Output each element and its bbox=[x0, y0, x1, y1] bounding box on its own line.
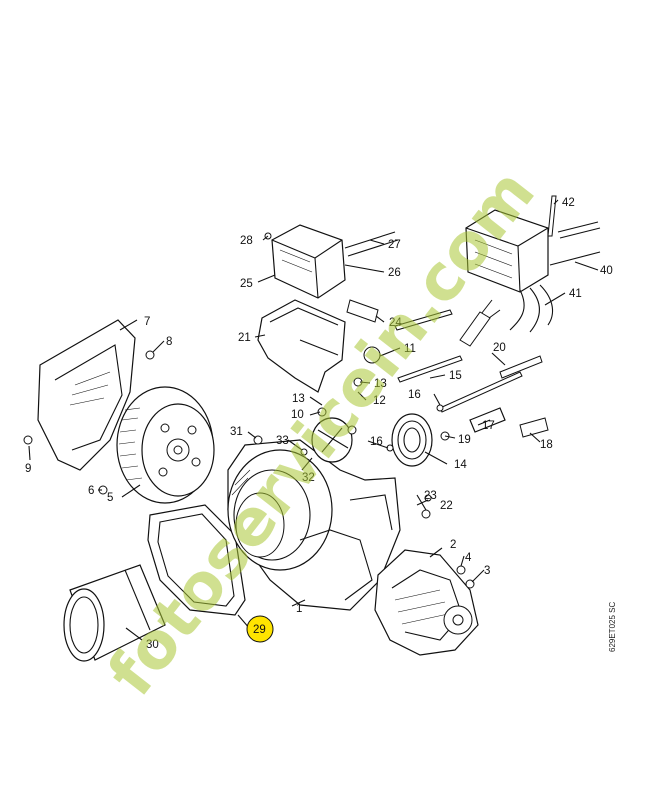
callout-26[interactable]: 26 bbox=[388, 267, 401, 279]
callout-20[interactable]: 20 bbox=[493, 342, 506, 354]
callout-30[interactable]: 30 bbox=[146, 639, 159, 651]
callout-16-b[interactable]: 16 bbox=[370, 436, 383, 448]
part-gasket bbox=[147, 504, 246, 616]
callout-40[interactable]: 40 bbox=[600, 265, 613, 277]
callout-8[interactable]: 8 bbox=[166, 336, 172, 348]
callout-27[interactable]: 27 bbox=[388, 239, 401, 251]
callout-15[interactable]: 15 bbox=[449, 370, 462, 382]
callout-2[interactable]: 2 bbox=[450, 539, 456, 551]
leader-lines bbox=[28, 199, 599, 641]
part-fan-cover bbox=[23, 319, 136, 471]
part-swirl-plate bbox=[300, 407, 357, 463]
callout-10[interactable]: 10 bbox=[291, 409, 304, 421]
callout-21[interactable]: 21 bbox=[238, 332, 251, 344]
callout-labels: 1 2 3 4 5 6 7 8 9 10 11 12 13 13 14 15 1… bbox=[25, 197, 613, 651]
part-blower-wheel bbox=[98, 386, 215, 504]
callout-19[interactable]: 19 bbox=[458, 434, 471, 446]
callout-5[interactable]: 5 bbox=[107, 492, 113, 504]
callout-7[interactable]: 7 bbox=[144, 316, 150, 328]
callout-31[interactable]: 31 bbox=[230, 426, 243, 438]
callout-highlight-circle bbox=[246, 615, 274, 643]
callout-1[interactable]: 1 bbox=[296, 603, 302, 615]
part-small-fasteners bbox=[145, 299, 453, 519]
callout-22[interactable]: 22 bbox=[440, 500, 453, 512]
callout-18[interactable]: 18 bbox=[540, 439, 553, 451]
callout-6[interactable]: 6 bbox=[88, 485, 94, 497]
callout-29[interactable]: 29 bbox=[253, 624, 266, 636]
part-burner-housing bbox=[227, 439, 401, 611]
part-nozzle-disc bbox=[391, 404, 450, 467]
callout-23[interactable]: 23 bbox=[424, 490, 437, 502]
callout-13-a[interactable]: 13 bbox=[292, 393, 305, 405]
part-transformer bbox=[264, 224, 399, 299]
part-air-tube bbox=[63, 564, 166, 662]
part-transformer-base bbox=[257, 299, 346, 393]
part-motor bbox=[374, 549, 479, 656]
callout-28[interactable]: 28 bbox=[240, 235, 253, 247]
part-rods bbox=[397, 299, 549, 438]
callout-41[interactable]: 41 bbox=[569, 288, 582, 300]
callout-3[interactable]: 3 bbox=[484, 565, 490, 577]
callout-9[interactable]: 9 bbox=[25, 463, 31, 475]
part-ignition-unit bbox=[465, 195, 601, 333]
callout-16-a[interactable]: 16 bbox=[408, 389, 421, 401]
callout-24[interactable]: 24 bbox=[389, 317, 402, 329]
callout-4[interactable]: 4 bbox=[465, 552, 472, 564]
callout-25[interactable]: 25 bbox=[240, 278, 253, 290]
callout-42[interactable]: 42 bbox=[562, 197, 575, 209]
callout-32[interactable]: 32 bbox=[302, 472, 315, 484]
callout-13-b[interactable]: 13 bbox=[374, 378, 387, 390]
callout-14[interactable]: 14 bbox=[454, 459, 467, 471]
callout-11[interactable]: 11 bbox=[404, 343, 416, 355]
drawing-code: 629ET025 SC bbox=[608, 602, 617, 652]
callout-17[interactable]: 17 bbox=[482, 420, 495, 432]
callout-33[interactable]: 33 bbox=[276, 435, 289, 447]
callout-12[interactable]: 12 bbox=[373, 395, 386, 407]
